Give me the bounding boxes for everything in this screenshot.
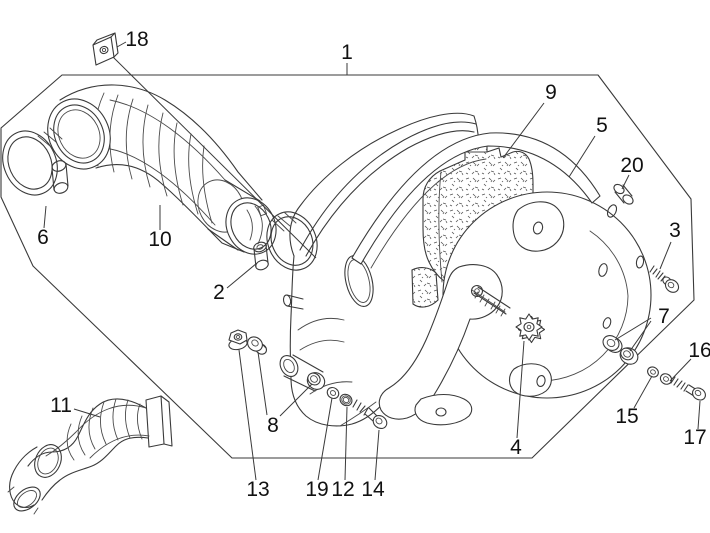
- bolt-17: [670, 376, 706, 401]
- knob-screw: [471, 286, 546, 344]
- case-front-bracket: [378, 264, 503, 426]
- air-box-cover: [351, 132, 652, 399]
- washer-15: [647, 366, 659, 378]
- leader-line-8: [279, 383, 313, 417]
- boundary-outline: [0, 74, 695, 459]
- washer-16: [659, 373, 673, 385]
- part-label-14: 14: [361, 478, 385, 501]
- part-label-17: 17: [683, 426, 706, 449]
- leader-line-6: [43, 205, 47, 229]
- part-label-20: 20: [620, 154, 643, 177]
- part-label-11: 11: [50, 394, 72, 417]
- hose-mouth: [47, 98, 111, 170]
- leader-line-8: [257, 351, 268, 416]
- leader-line-17: [697, 400, 701, 430]
- part-label-16: 16: [688, 339, 710, 362]
- case-nipple: [282, 294, 304, 310]
- bushing-7a: [602, 335, 623, 353]
- bolt-14: [352, 399, 388, 430]
- callout-leader-lines: [43, 41, 701, 481]
- secondary-hose: [7, 395, 173, 515]
- bushing-7b: [619, 347, 639, 365]
- part-label-3: 3: [669, 219, 681, 242]
- leader-line-5: [568, 135, 596, 178]
- leader-line-20: [621, 174, 630, 190]
- intake-hose: [47, 84, 277, 255]
- leader-line-18: [112, 56, 317, 259]
- leader-line-3: [659, 241, 672, 270]
- part-label-7: 7: [658, 305, 670, 328]
- washer-12: [339, 393, 353, 407]
- part-label-12: 12: [331, 478, 354, 501]
- leader-line-18: [116, 41, 127, 48]
- part-label-6: 6: [37, 226, 49, 249]
- part-label-8: 8: [267, 414, 279, 437]
- leader-line-16: [669, 358, 692, 382]
- leader-line-13: [238, 349, 257, 481]
- part-label-19: 19: [305, 478, 328, 501]
- case-mounting-lug: [279, 354, 324, 392]
- bushing-8a: [247, 336, 268, 355]
- part-label-13: 13: [246, 478, 269, 501]
- clip-bracket-18: [92, 32, 119, 66]
- leader-line-15: [633, 375, 653, 409]
- leader-line-9: [502, 102, 545, 159]
- bushing-8b: [306, 372, 326, 390]
- part-label-4: 4: [510, 436, 522, 459]
- part-label-18: 18: [125, 28, 148, 51]
- leader-line-19: [317, 397, 333, 481]
- part-label-9: 9: [545, 81, 557, 104]
- part-label-10: 10: [148, 228, 171, 251]
- hose-clamp-6: [2, 127, 69, 196]
- part-label-1: 1: [341, 41, 353, 64]
- leader-line-11: [73, 408, 101, 418]
- leader-line-12: [344, 406, 348, 481]
- leader-line-14: [374, 429, 380, 481]
- leader-line-7: [629, 320, 652, 352]
- flange-nut-13: [228, 329, 248, 351]
- leader-line-4: [516, 340, 525, 439]
- leader-line-2: [226, 262, 258, 289]
- spacer-20: [613, 183, 634, 205]
- part-label-2: 2: [213, 281, 225, 304]
- leader-line-7: [614, 317, 652, 341]
- part-label-5: 5: [596, 114, 608, 137]
- screw-3: [649, 265, 680, 293]
- part-label-15: 15: [615, 405, 638, 428]
- washer-19: [326, 386, 340, 400]
